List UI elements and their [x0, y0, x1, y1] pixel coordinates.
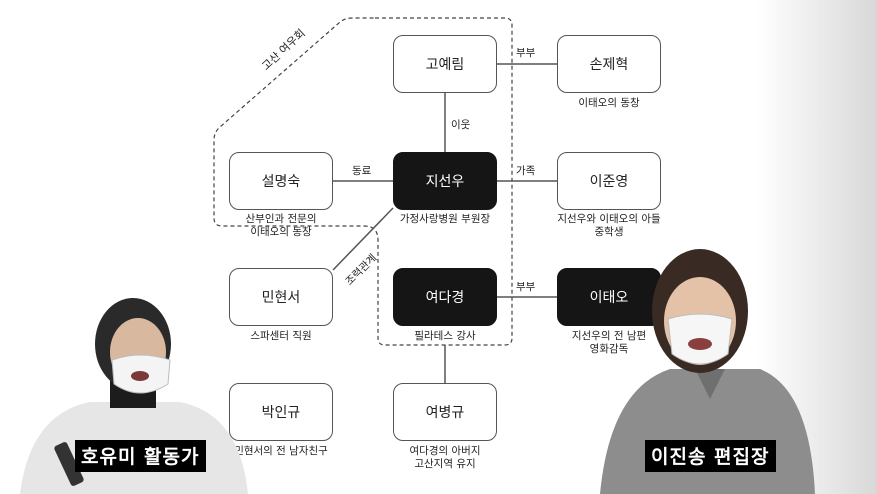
node-itaeo: 이태오: [557, 268, 661, 326]
node-goyerim: 고예림: [393, 35, 497, 93]
nameplate-right: 이진송 편집장: [645, 440, 776, 472]
caption-yeodagyeong: 필라테스 강사: [414, 330, 476, 342]
relation-goyerim-sonjehyeok: 부부: [516, 47, 536, 59]
caption-parkingyu: 민현서의 전 남자친구: [234, 445, 328, 457]
relation-seolmyeongsuk-jisunwoo: 동료: [352, 165, 372, 177]
caption-yeobyeonggyu-2: 고산지역 유지: [414, 458, 476, 470]
nameplate-left: 호유미 활동가: [75, 440, 206, 472]
node-yeobyeonggyu: 여병규: [393, 383, 497, 441]
caption-yeobyeonggyu-1: 여다경의 아버지: [409, 445, 481, 457]
node-minhyeonseo: 민현서: [229, 268, 333, 326]
node-yeodagyeong: 여다경: [393, 268, 497, 326]
caption-itaeo-1: 지선우의 전 남편: [571, 330, 647, 342]
node-ijunyeong: 이준영: [557, 152, 661, 210]
caption-ijunyeong-2: 중학생: [594, 226, 624, 238]
caption-ijunyeong-1: 지선우와 이태오의 아들: [557, 213, 661, 225]
node-parkingyu: 박인규: [229, 383, 333, 441]
node-seolmyeongsuk: 설명숙: [229, 152, 333, 210]
relation-goyerim-jisunwoo: 이웃: [451, 119, 471, 131]
caption-sonjehyeok: 이태오의 동창: [578, 97, 640, 109]
caption-minhyeonseo: 스파센터 직원: [250, 330, 312, 342]
caption-jisunwoo: 가정사랑병원 부원장: [399, 213, 491, 225]
relation-jisunwoo-ijunyeong: 가족: [516, 165, 536, 177]
caption-seolmyeongsuk-1: 산부인과 전문의: [245, 213, 317, 225]
caption-seolmyeongsuk-2: 이태오의 동창: [250, 226, 312, 238]
node-jisunwoo: 지선우: [393, 152, 497, 210]
node-sonjehyeok: 손제혁: [557, 35, 661, 93]
caption-itaeo-2: 영화감독: [589, 343, 629, 355]
edge-jisunwoo-minhyeonseo: [332, 207, 394, 271]
relation-yeodagyeong-itaeo: 부부: [516, 281, 536, 293]
